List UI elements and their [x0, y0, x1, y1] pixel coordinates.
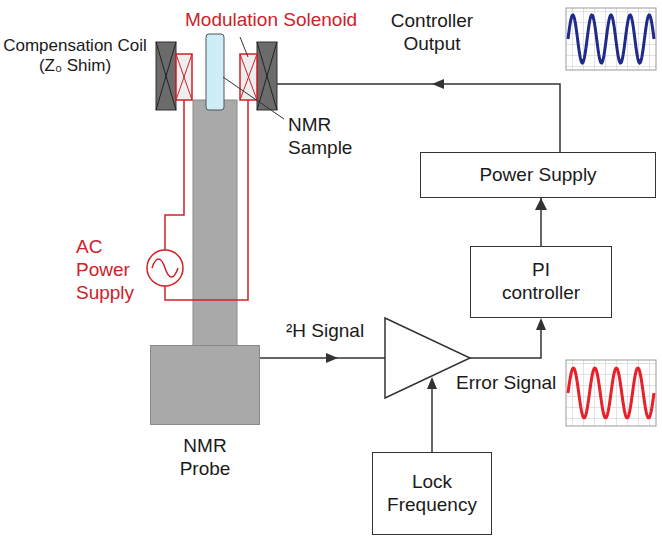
- arrow-head: [536, 318, 546, 330]
- controller-box: PI controller: [470, 246, 612, 318]
- solenoid-cross: [176, 54, 192, 100]
- coil-cross: [156, 42, 176, 110]
- ac-source-wave: [152, 259, 178, 277]
- part-label: Modulation Solenoid: [185, 9, 385, 32]
- solenoid-cross: [240, 54, 257, 100]
- process-box: Power Supply: [420, 152, 656, 198]
- leader-line: [223, 77, 284, 119]
- probe-block: NMR Probe: [150, 345, 260, 481]
- waveform-plot: [566, 360, 656, 426]
- solenoid-cross: [176, 54, 192, 100]
- node-text: PI controller: [495, 259, 587, 305]
- probe-body: [150, 345, 260, 425]
- part-label: NMR Sample: [288, 114, 360, 160]
- solenoid-cross: [240, 54, 257, 100]
- arrow-head: [326, 353, 338, 363]
- ac-wire: [165, 100, 184, 250]
- signal-wire: [470, 320, 541, 358]
- coil-cross: [257, 42, 277, 110]
- signal-wire: [260, 357, 385, 359]
- arrow-head: [427, 377, 437, 389]
- sine-wave: [568, 368, 654, 418]
- node-text: NMR Probe: [169, 435, 241, 481]
- process-box: Lock Frequency: [372, 452, 492, 535]
- sample-tube: [206, 34, 224, 110]
- compensation-coil: [257, 42, 277, 110]
- part-label: AC Power Supply: [76, 236, 140, 304]
- modulation-solenoid: [176, 54, 192, 100]
- part-label: Compensation Coil (Z₀ Shim): [0, 36, 150, 77]
- compensation-coil: [156, 42, 176, 110]
- modulation-solenoid: [240, 54, 257, 100]
- signal-arrow: [540, 198, 542, 246]
- node-text: Lock Frequency: [380, 471, 484, 517]
- signal-label: Error Signal: [456, 372, 562, 395]
- leader-line: [240, 37, 248, 57]
- coil-cross: [156, 42, 176, 110]
- coil-cross: [257, 42, 277, 110]
- arrow-head: [432, 79, 444, 89]
- ac-source-symbol: [147, 250, 183, 286]
- signal-wire: [431, 380, 433, 452]
- probe-stem: [193, 100, 237, 346]
- waveform-plot: [566, 8, 656, 70]
- signal-label: ²H Signal: [286, 320, 382, 343]
- node-text: Power Supply: [479, 164, 596, 187]
- sine-wave: [568, 15, 654, 63]
- signal-label: Controller Output: [383, 10, 481, 56]
